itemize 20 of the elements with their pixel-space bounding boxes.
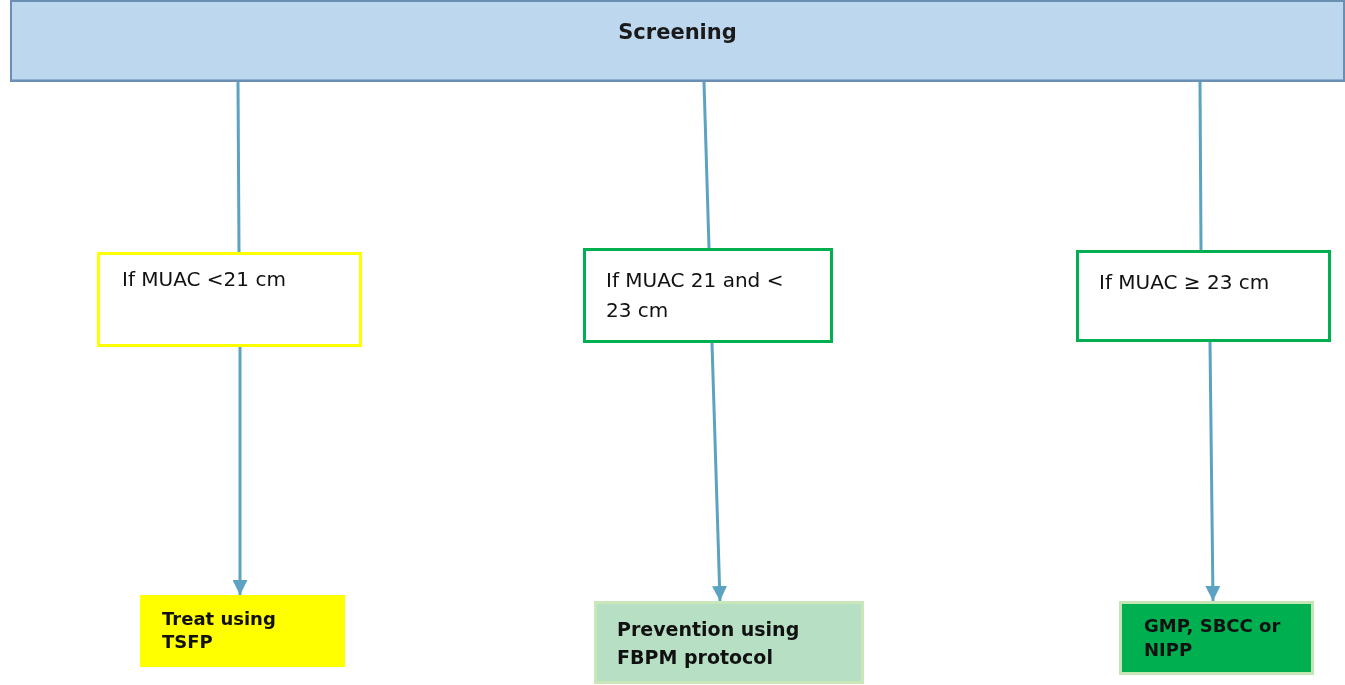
outcome-box bbox=[594, 601, 864, 684]
condition-box bbox=[1076, 250, 1331, 342]
outcome-box bbox=[140, 595, 345, 667]
box-label: Prevention using FBPM protocol bbox=[617, 617, 801, 669]
box-label: If MUAC 21 and < 23 cm bbox=[606, 267, 785, 324]
header-bar bbox=[10, 0, 1345, 82]
box-label: If MUAC <21 cm bbox=[122, 267, 286, 293]
connector-line bbox=[702, 81, 711, 249]
connector-line bbox=[1198, 82, 1203, 250]
condition-box bbox=[583, 248, 833, 343]
condition-box bbox=[97, 252, 362, 347]
box-label: GMP, SBCC or NIPP bbox=[1144, 614, 1282, 662]
arrow bbox=[232, 347, 248, 595]
connector-line bbox=[236, 82, 241, 252]
arrow bbox=[710, 342, 728, 602]
box-label: If MUAC ≥ 23 cm bbox=[1099, 269, 1270, 296]
box-label: Screening bbox=[618, 20, 737, 44]
arrow bbox=[1205, 342, 1221, 601]
outcome-box bbox=[1119, 601, 1314, 675]
box-label: Treat using TSFP bbox=[162, 607, 277, 655]
